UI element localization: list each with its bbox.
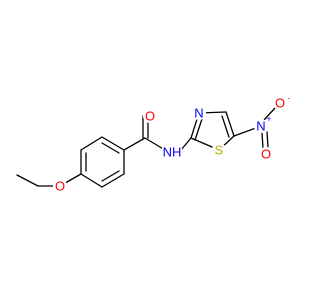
bond-ring-5-6-inner [101, 170, 120, 182]
bond-ring-3-4-inner [101, 142, 120, 154]
structure-canvas: O O NH N S [16, 94, 291, 194]
atom-nitro-nitrogen: N + [254, 115, 272, 134]
amide-nh-label: NH [163, 145, 182, 160]
bond-c5-nitro [233, 127, 257, 137]
bond-nitro-o-bottom-1 [261, 132, 264, 149]
bond-thiazole-c4-c5-inner [221, 115, 230, 138]
bond-thiazole-c2-n-inner [194, 115, 204, 141]
nitro-nitrogen-charge: + [267, 115, 272, 124]
nitro-nitrogen-label: N [256, 119, 265, 134]
atom-thiazole-nitrogen: N [192, 106, 206, 121]
bond-ring-3-4 [101, 136, 125, 151]
thiazole-nitrogen-label: N [194, 106, 203, 121]
nitro-oxygen-top-label: O [275, 96, 285, 111]
bond-ethyl-ch3-ch2 [16, 174, 39, 187]
atom-carbonyl-oxygen: O [143, 109, 157, 124]
bond-carbonyl-nh [144, 137, 166, 151]
bond-ring-2-3 [80, 136, 103, 151]
atom-nitro-oxygen-top: O - [273, 94, 291, 111]
bond-nitro-o-bottom-2 [266, 131, 269, 148]
nitro-oxygen-bottom-label: O [261, 147, 271, 162]
atoms-layer: O O NH N S [53, 94, 291, 194]
bond-nh-thiazole [180, 137, 192, 151]
bond-thiazole-c4-c5 [225, 111, 235, 137]
bond-nitro-o-top [263, 107, 276, 121]
bond-ring-5-6 [101, 173, 125, 188]
atom-nitro-oxygen-bottom: O [259, 147, 273, 162]
bond-ring-6-1 [80, 173, 103, 188]
atom-ether-oxygen: O [53, 179, 67, 194]
atom-thiazole-sulfur: S [212, 143, 226, 158]
ether-oxygen-label: O [55, 179, 65, 194]
thiazole-sulfur-label: S [215, 143, 224, 158]
molecule-diagram: O O NH N S [16, 94, 291, 194]
nitro-oxygen-top-charge: - [288, 94, 291, 103]
atom-amide-nh: NH [162, 144, 182, 160]
carbonyl-oxygen-label: O [145, 109, 155, 124]
bond-ring-carbonyl-c [123, 137, 146, 151]
